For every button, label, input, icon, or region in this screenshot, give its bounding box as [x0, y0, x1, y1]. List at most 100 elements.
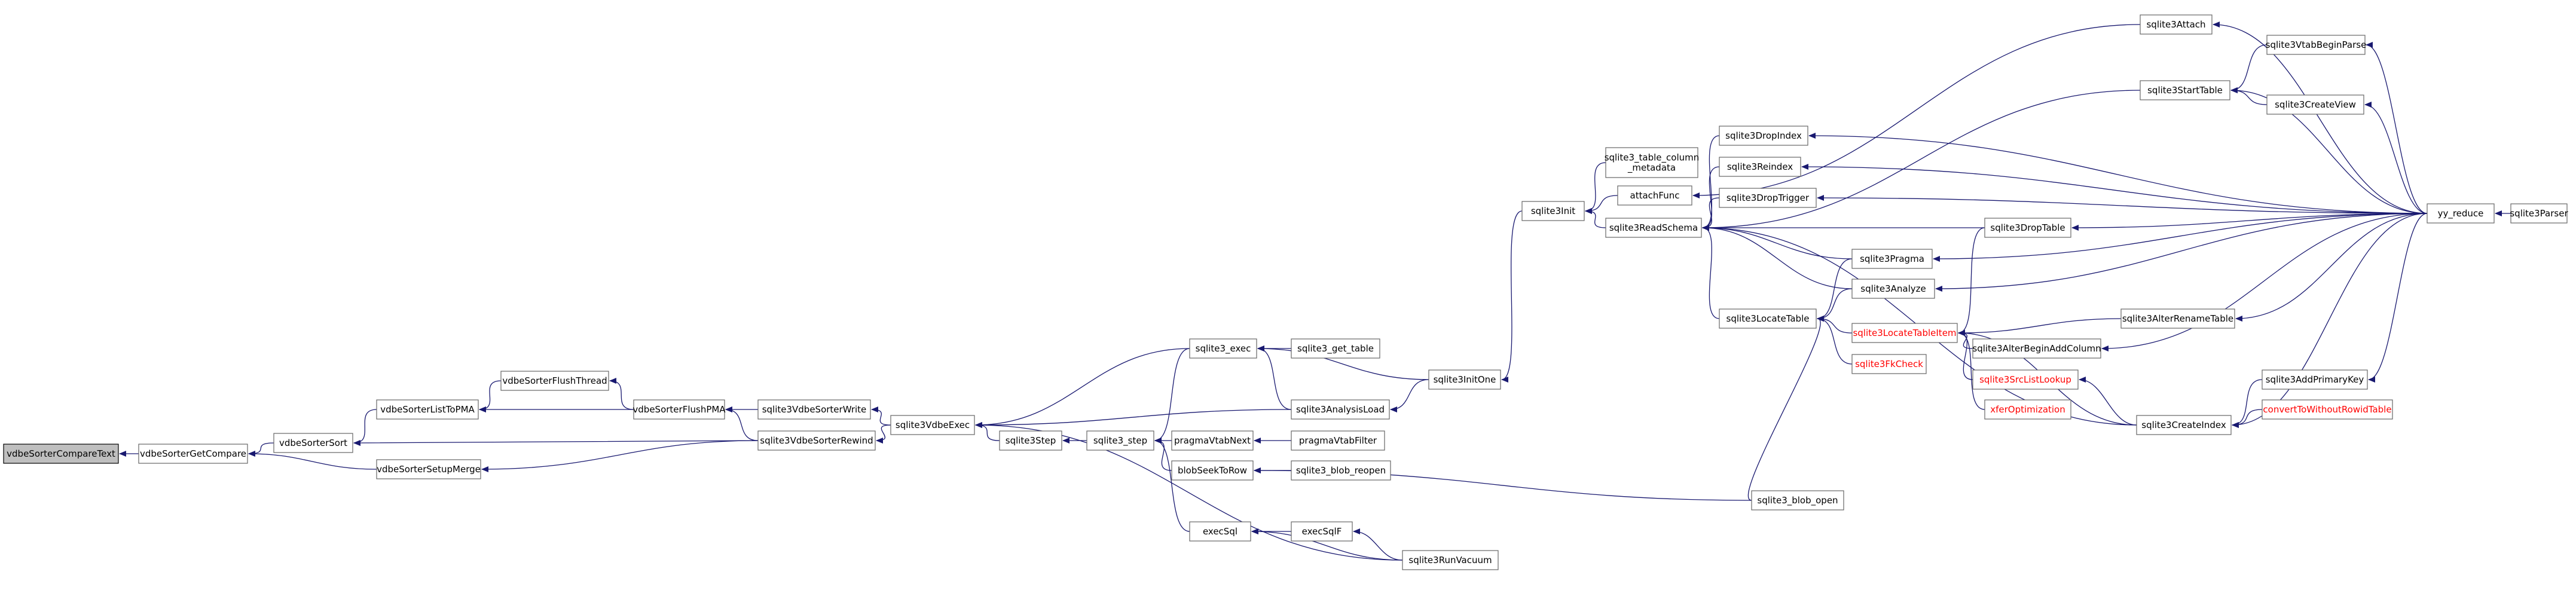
node-box [1086, 430, 1154, 451]
edge-n48-to-n35 [2071, 213, 2428, 231]
node-sqlite3reindex[interactable]: sqlite3Reindex [1719, 157, 1801, 177]
node-label: _metadata [1627, 163, 1676, 174]
node-sqlite3analysisload[interactable]: sqlite3AnalysisLoad [1291, 399, 1390, 420]
node-xferoptimization[interactable]: xferOptimization [1984, 399, 2071, 420]
node-sqlite3starttable[interactable]: sqlite3StartTable [2140, 80, 2230, 100]
edge-n8-to-n3 [481, 440, 759, 472]
node-vdbesorterlisttopma[interactable]: vdbeSorterListToPMA [376, 399, 479, 420]
edge-n30-to-n29 [2230, 44, 2268, 93]
node-converttowithoutrowidtable[interactable]: convertToWithoutRowidTable [2262, 399, 2393, 420]
node-label: sqlite3LocateTableItem [1853, 328, 1956, 338]
node-sqlite3alterrenametable[interactable]: sqlite3AlterRenameTable [2120, 308, 2235, 329]
node-label: vdbeSorterSetupMerge [377, 464, 481, 475]
node-box [1851, 249, 1933, 269]
node-sqlite3locatetableitem[interactable]: sqlite3LocateTableItem [1851, 323, 1958, 343]
node-label: vdbeSorterSort [279, 438, 347, 448]
node-sqlite3vdbeexec[interactable]: sqlite3VdbeExec [890, 415, 975, 435]
node-box [3, 444, 119, 464]
edge-n14-to-n9 [975, 409, 1292, 428]
node-sqlite3-blob-open[interactable]: sqlite3_blob_open [1751, 490, 1844, 511]
node-sqlite3-exec[interactable]: sqlite3_exec [1189, 338, 1257, 359]
node-sqlite3parser[interactable]: sqlite3Parser [2510, 203, 2568, 224]
node-sqlite3-blob-reopen[interactable]: sqlite3_blob_reopen [1291, 460, 1391, 481]
node-vdbesortergetcompare[interactable]: vdbeSorterGetCompare [138, 444, 248, 464]
node-vdbesorterflushpma[interactable]: vdbeSorterFlushPMA [632, 399, 726, 420]
node-sqlite3readschema[interactable]: sqlite3ReadSchema [1605, 218, 1702, 238]
node-label: sqlite3VtabBeginParse [2266, 39, 2367, 50]
node-sqlite3droptable[interactable]: sqlite3DropTable [1984, 218, 2071, 238]
node-label: sqlite3AddPrimaryKey [2266, 374, 2364, 385]
edge-n48-to-n36 [1933, 213, 2428, 262]
edge-n37-to-n38 [1817, 288, 1853, 322]
node-sqlite3-table-column-metadata[interactable]: sqlite3_table_column_metadata [1605, 147, 1700, 178]
node-sqlite3vtabbeginparse[interactable]: sqlite3VtabBeginParse [2266, 35, 2367, 55]
node-sqlite3vdbesorterwrite[interactable]: sqlite3VdbeSorterWrite [757, 399, 871, 420]
edge-n15-to-n14 [1390, 379, 1429, 412]
node-sqlite3runvacuum[interactable]: sqlite3RunVacuum [1402, 550, 1499, 570]
node-attachfunc[interactable]: attachFunc [1617, 185, 1692, 206]
node-box [2427, 203, 2495, 224]
node-label: vdbeSorterGetCompare [140, 448, 246, 459]
edge-n36-to-n38 [1817, 258, 1853, 322]
node-box [999, 430, 1062, 451]
node-execsql[interactable]: execSql [1189, 521, 1251, 542]
node-sqlite3pragma[interactable]: sqlite3Pragma [1851, 249, 1933, 269]
node-sqlite3srclistlookup[interactable]: sqlite3SrcListLookup [1972, 369, 2079, 390]
node-label: execSqlF [1302, 526, 1342, 537]
node-box [1521, 201, 1585, 221]
node-label: convertToWithoutRowidTable [2263, 404, 2391, 415]
node-sqlite3fkcheck[interactable]: sqlite3FkCheck [1851, 354, 1927, 374]
node-sqlite3-step[interactable]: sqlite3_step [1086, 430, 1154, 451]
node-sqlite3analyze[interactable]: sqlite3Analyze [1851, 279, 1935, 299]
node-sqlite3init[interactable]: sqlite3Init [1521, 201, 1585, 221]
node-vdbesortersort[interactable]: vdbeSorterSort [273, 433, 353, 453]
node-box [1972, 338, 2101, 359]
node-vdbesortersetupmerge[interactable]: vdbeSorterSetupMerge [376, 459, 481, 479]
node-sqlite3createview[interactable]: sqlite3CreateView [2266, 94, 2364, 115]
node-label: sqlite3Reindex [1727, 161, 1793, 172]
node-box [2140, 80, 2230, 100]
node-execsqlf[interactable]: execSqlF [1291, 521, 1353, 542]
node-sqlite3-get-table[interactable]: sqlite3_get_table [1291, 338, 1380, 359]
node-box [2510, 203, 2568, 224]
node-pragmavtabnext[interactable]: pragmaVtabNext [1171, 430, 1254, 451]
node-sqlite3createindex[interactable]: sqlite3CreateIndex [2136, 415, 2232, 435]
node-sqlite3attach[interactable]: sqlite3Attach [2140, 14, 2213, 35]
edge-n36-to-n19 [1702, 225, 1853, 259]
node-sqlite3addprimarykey[interactable]: sqlite3AddPrimaryKey [2262, 369, 2368, 390]
edge-n4-to-n2 [353, 409, 377, 446]
node-vdbesorterflushthread[interactable]: vdbeSorterFlushThread [500, 371, 609, 391]
edge-n48-to-n46 [2368, 213, 2428, 383]
node-sqlite3locatetable[interactable]: sqlite3LocateTable [1719, 308, 1817, 329]
node-yy-reduce[interactable]: yy_reduce [2427, 203, 2495, 224]
node-sqlite3alterbeginaddcolumn[interactable]: sqlite3AlterBeginAddColumn [1972, 338, 2101, 359]
node-sqlite3vdbesorterrewind[interactable]: sqlite3VdbeSorterRewind [757, 430, 876, 451]
node-label: sqlite3VdbeExec [896, 420, 970, 430]
node-pragmavtabfilter[interactable]: pragmaVtabFilter [1291, 430, 1385, 451]
node-label: sqlite3_table_column [1605, 152, 1700, 164]
node-label: sqlite3InitOne [1434, 374, 1496, 385]
node-label: sqlite3_blob_open [1757, 495, 1838, 506]
edge-n28-to-n18 [1692, 24, 2141, 198]
node-box [633, 399, 725, 420]
edge-n41-to-n39 [1958, 318, 2122, 336]
node-sqlite3droptrigger[interactable]: sqlite3DropTrigger [1719, 188, 1817, 208]
node-box [1972, 369, 2079, 390]
node-vdbesortercomparetext[interactable]: vdbeSorterCompareText [3, 444, 119, 464]
node-label: sqlite3LocateTable [1726, 313, 1810, 324]
edge-n44-to-n39 [1958, 330, 1985, 410]
node-sqlite3step[interactable]: sqlite3Step [999, 430, 1062, 451]
node-label: attachFunc [1630, 190, 1680, 201]
node-label: pragmaVtabFilter [1299, 435, 1377, 446]
node-blobseektorow[interactable]: blobSeekToRow [1171, 460, 1254, 481]
node-label: sqlite3DropTrigger [1726, 192, 1810, 203]
node-sqlite3dropindex[interactable]: sqlite3DropIndex [1719, 126, 1808, 146]
edge-n48-to-n37 [1935, 213, 2428, 292]
node-label: vdbeSorterFlushPMA [632, 404, 726, 415]
edge-n24-to-n38 [1747, 316, 1825, 501]
node-label: sqlite3AlterBeginAddColumn [1972, 343, 2101, 354]
edge-n48-to-n33 [1801, 164, 2428, 214]
node-sqlite3initone[interactable]: sqlite3InitOne [1428, 369, 1501, 390]
edge-n40-to-n38 [1817, 316, 1853, 365]
node-box [1984, 218, 2071, 238]
